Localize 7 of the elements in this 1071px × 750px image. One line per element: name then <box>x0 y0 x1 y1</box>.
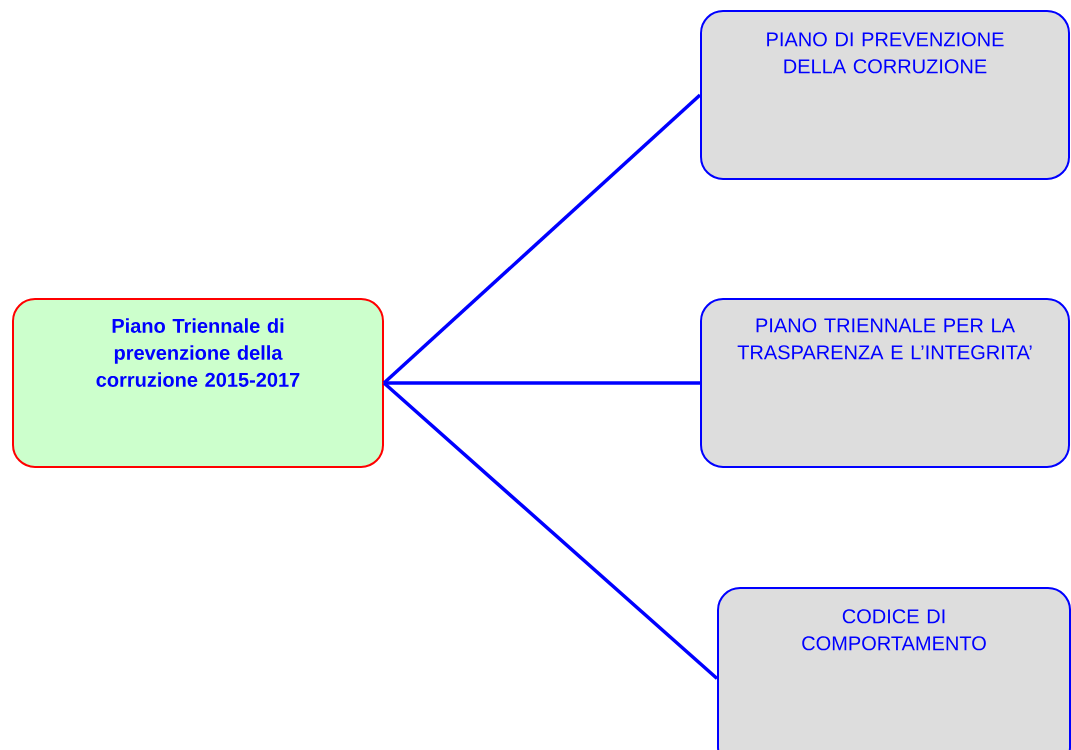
process-box: CODICE DI COMPORTAMENTO <box>717 587 1071 750</box>
connector-line <box>382 93 702 385</box>
connector-line <box>382 381 719 680</box>
process-box: PIANO TRIENNALE PER LA TRASPARENZA E L’INTEGRITA’ <box>700 298 1070 468</box>
connector-line <box>384 381 700 385</box>
process-box: PIANO DI PREVENZIONE DELLA CORRUZIONE <box>700 10 1070 180</box>
process-box: Piano Triennale di prevenzione della corruzione 2015-2017 <box>12 298 384 468</box>
